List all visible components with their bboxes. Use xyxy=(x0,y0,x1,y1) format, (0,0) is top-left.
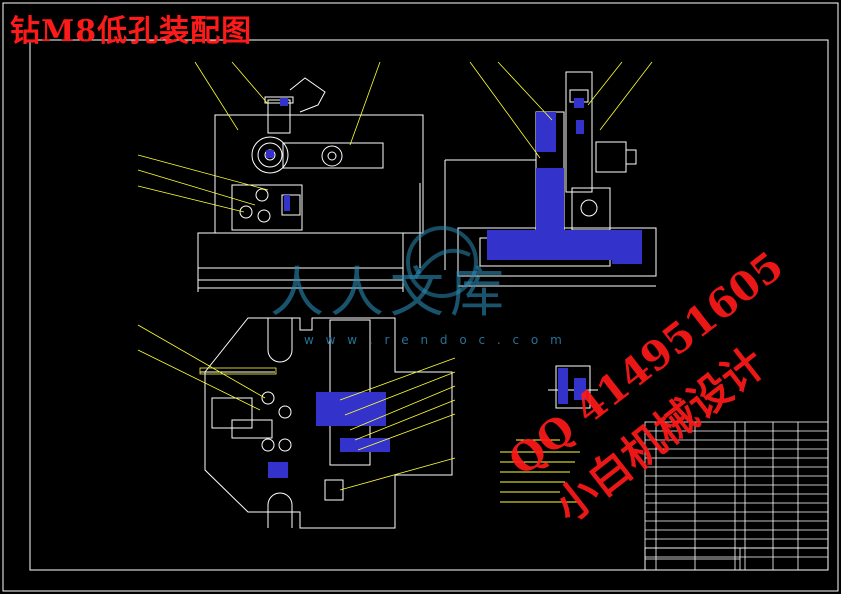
top-view-hatch xyxy=(268,392,390,478)
detail-section-view xyxy=(548,365,598,409)
drawing-inner-frame xyxy=(29,39,829,571)
title-block xyxy=(644,547,829,571)
front-view-hatch xyxy=(266,98,290,211)
watermark-logo-text: 人人文库 xyxy=(270,261,510,324)
top-view-leaders xyxy=(137,324,456,491)
technical-notes xyxy=(500,439,580,503)
front-view-leaders xyxy=(137,61,381,213)
drawing-title: 钻M8低孔装配图 xyxy=(10,14,253,49)
watermark-logo xyxy=(406,226,478,298)
side-section-leaders xyxy=(469,61,653,159)
side-section-hatch xyxy=(487,98,642,264)
top-view xyxy=(200,317,453,529)
watermark-site: w w w . r e n d o c . c o m xyxy=(304,333,566,347)
detail-section-hatch xyxy=(558,368,586,404)
